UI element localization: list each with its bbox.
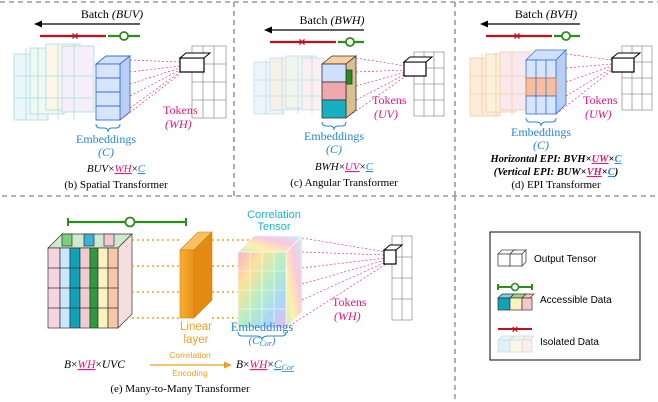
epi-embedding-stack	[525, 49, 567, 115]
svg-text:×: ×	[513, 29, 520, 43]
angular-tokens-var: (UV)	[374, 107, 398, 121]
angular-batch-label: Batch (BWH)	[300, 13, 365, 27]
linear-layer-label: Linear	[180, 321, 212, 333]
angular-tokens-label: Tokens	[372, 93, 407, 107]
legend-isolated-label: Isolated Data	[540, 337, 599, 348]
angular-faded-stack	[253, 55, 325, 115]
angular-caption: (c) Angular Transformer	[290, 177, 398, 189]
panel-many-to-many: Linear layer Correlation Tensor Embeddin…	[47, 209, 413, 395]
angular-output-tensor	[402, 51, 445, 117]
spatial-output-tensor	[178, 45, 227, 119]
linear-layer-label-2: layer	[184, 334, 209, 346]
legend-accessible-icon	[497, 282, 535, 311]
m2m-correlation-tensor	[237, 235, 303, 329]
svg-text:×: ×	[71, 29, 78, 43]
epi-caption: (d) EPI Transformer	[511, 179, 601, 191]
correlation-encoding-label-2: Encoding	[172, 368, 208, 378]
m2m-tokens-var: (WH)	[334, 309, 361, 323]
spatial-embeddings-var: (C)	[98, 145, 114, 159]
m2m-formula-right: B×WH×CCor	[236, 359, 295, 372]
epi-isolated-line: ×	[486, 29, 552, 43]
m2m-tokens-label: Tokens	[332, 295, 367, 309]
epi-accessible-line	[554, 31, 580, 41]
legend: Output Tensor Accessible Data ×	[489, 231, 641, 361]
epi-output-tensor	[610, 45, 653, 111]
spatial-embeddings-label: Embeddings	[76, 132, 136, 146]
m2m-formula-left: B×WH×UVC	[64, 359, 125, 371]
spatial-tokens-var: (WH)	[165, 117, 192, 131]
correlation-tensor-label: Correlation	[247, 209, 301, 221]
legend-accessible-label: Accessible Data	[540, 295, 612, 306]
m2m-accessible-line	[67, 216, 187, 228]
angular-embeddings-var: (C)	[326, 142, 342, 156]
m2m-input-stack	[47, 233, 133, 329]
svg-text:×: ×	[298, 35, 305, 49]
angular-isolated-line: ×	[270, 35, 336, 49]
epi-faded-stack	[469, 51, 531, 117]
spatial-caption: (b) Spatial Transformer	[64, 179, 168, 191]
spatial-isolated-line: ×	[40, 29, 106, 43]
m2m-embeddings-var: (CCor)	[248, 335, 275, 348]
spatial-formula: BUV×WH×C	[87, 163, 146, 175]
epi-formula-vertical: (Vertical EPI: BUW×VH×C)	[494, 167, 619, 178]
spatial-tokens-label: Tokens	[163, 103, 198, 117]
correlation-encoding-arrow	[150, 361, 232, 369]
spatial-embedding-stack	[94, 55, 132, 121]
legend-isolated-icon: ×	[497, 324, 535, 353]
epi-batch-label: Batch (BVH)	[515, 7, 577, 21]
angular-formula: BWH×UV×C	[315, 161, 374, 173]
angular-embedding-stack	[320, 55, 358, 119]
m2m-token-lines	[285, 237, 387, 329]
legend-output-tensor-icon	[497, 249, 527, 267]
angular-embeddings-label: Embeddings	[304, 129, 364, 143]
angular-accessible-line	[338, 37, 364, 47]
panel-spatial: Batch (BUV) ×	[13, 7, 227, 191]
epi-tokens-label: Tokens	[583, 93, 618, 107]
m2m-caption: (e) Many-to-Many Transformer	[110, 383, 250, 395]
correlation-tensor-label-2: Tensor	[257, 221, 290, 233]
epi-token-lines	[555, 53, 613, 115]
panel-angular: Batch (BWH) ×	[253, 13, 445, 189]
epi-embeddings-label: Embeddings	[511, 125, 571, 139]
m2m-output-tensor	[382, 235, 413, 321]
correlation-encoding-label: Correlation	[169, 350, 211, 360]
spatial-faded-stack	[13, 43, 95, 121]
spatial-token-lines	[119, 59, 181, 121]
epi-embeddings-var: (C)	[533, 138, 549, 152]
m2m-embeddings-label: Embeddings	[231, 320, 294, 334]
spatial-accessible-line	[108, 31, 140, 41]
epi-formula-horizontal: Horizontal EPI: BVH×UW×C	[489, 154, 622, 165]
angular-token-lines	[345, 57, 407, 119]
m2m-input-connectors	[132, 239, 182, 319]
epi-tokens-var: (UW)	[585, 107, 612, 121]
svg-text:×: ×	[512, 324, 518, 336]
legend-output-tensor-label: Output Tensor	[534, 254, 597, 265]
spatial-batch-label: Batch (BUV)	[81, 7, 143, 21]
m2m-linear-layer	[179, 231, 213, 319]
panel-epi: Batch (BVH) ×	[469, 7, 653, 191]
